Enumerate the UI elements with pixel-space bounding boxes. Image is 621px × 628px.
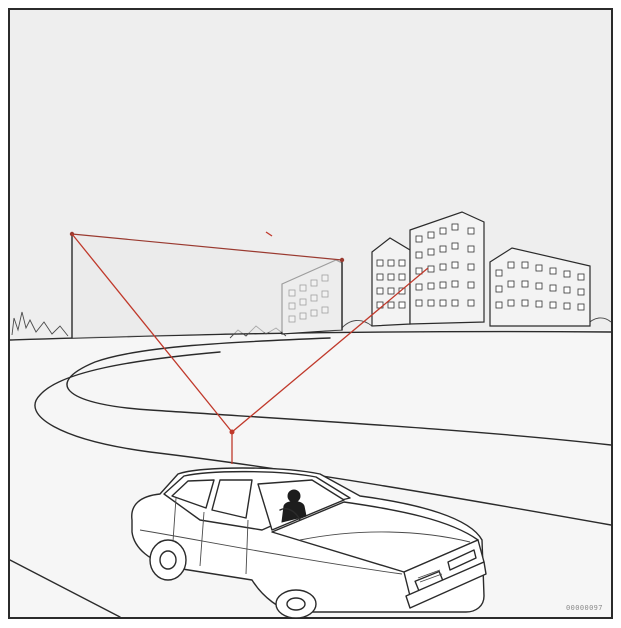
figure-code: 00000097 [566,604,603,612]
building-mid [372,238,410,326]
plane-corner-right [340,258,344,262]
car-rear-wheel [150,540,186,580]
car-front-wheel [276,590,316,618]
sensor-icon [230,430,235,435]
